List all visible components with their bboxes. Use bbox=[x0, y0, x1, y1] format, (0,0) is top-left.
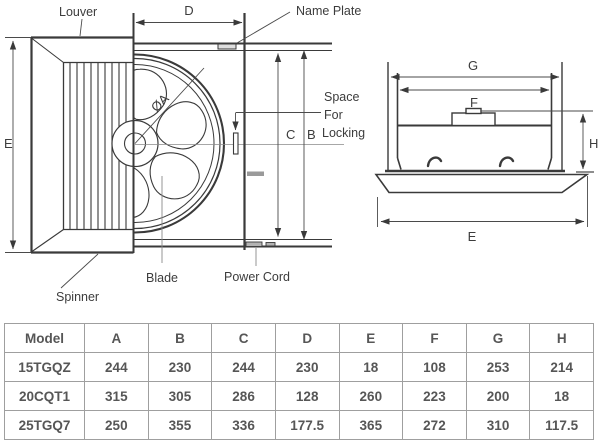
dim-e-left-label: E bbox=[4, 136, 13, 151]
table-row: 15TGQZ 244 230 244 230 18 108 253 214 bbox=[4, 352, 594, 382]
wall-bracket bbox=[247, 171, 264, 176]
power-cord-label: Power Cord bbox=[224, 270, 290, 284]
model-dimension-table: Model A B C D E F G H 15TGQZ 244 230 244… bbox=[4, 323, 594, 440]
side-view bbox=[5, 11, 344, 289]
value-cell: 260 bbox=[338, 381, 404, 411]
power-cord bbox=[245, 241, 276, 266]
dim-d-label: D bbox=[184, 3, 193, 18]
blade-label: Blade bbox=[146, 271, 178, 285]
dim-e-right bbox=[377, 176, 588, 227]
value-cell: 365 bbox=[338, 410, 404, 440]
table-row: 20CQT1 315 305 286 128 260 223 200 18 bbox=[4, 381, 594, 411]
space-for-locking-line1: Space bbox=[324, 90, 359, 104]
housing bbox=[132, 13, 332, 253]
value-cell: 272 bbox=[402, 410, 467, 440]
name-plate-leader bbox=[236, 11, 291, 44]
name-plate-label: Name Plate bbox=[296, 4, 361, 18]
space-for-locking-line3: Locking bbox=[322, 126, 365, 140]
header-g: G bbox=[465, 323, 531, 353]
value-cell: 310 bbox=[465, 410, 531, 440]
dim-g-label: G bbox=[468, 58, 478, 73]
value-cell: 18 bbox=[529, 381, 594, 411]
value-cell: 230 bbox=[274, 352, 340, 382]
value-cell: 108 bbox=[402, 352, 467, 382]
value-cell: 253 bbox=[465, 352, 531, 382]
model-name-cell: 25TGQ7 bbox=[4, 410, 85, 440]
value-cell: 305 bbox=[147, 381, 213, 411]
value-cell: 230 bbox=[147, 352, 213, 382]
value-cell: 128 bbox=[274, 381, 340, 411]
value-cell: 177.5 bbox=[274, 410, 340, 440]
value-cell: 286 bbox=[211, 381, 276, 411]
header-b: B bbox=[147, 323, 213, 353]
louver-leader bbox=[79, 18, 83, 37]
dim-h-label: H bbox=[589, 136, 598, 151]
value-cell: 214 bbox=[529, 352, 594, 382]
motor-mount bbox=[451, 112, 496, 127]
value-cell: 355 bbox=[147, 410, 213, 440]
table-header-row: Model A B C D E F G H bbox=[4, 323, 594, 353]
dim-c-label: C bbox=[286, 127, 295, 142]
dimension-diagram: Louver D Name Plate E ØA C B Space For L… bbox=[4, 3, 598, 304]
rear-view bbox=[374, 62, 594, 227]
value-cell: 117.5 bbox=[529, 410, 594, 440]
rear-body bbox=[374, 62, 590, 194]
rear-louver-frame bbox=[374, 173, 590, 194]
value-cell: 315 bbox=[84, 381, 149, 411]
value-cell: 336 bbox=[211, 410, 276, 440]
dim-f-label: F bbox=[470, 95, 478, 110]
header-c: C bbox=[211, 323, 276, 353]
header-e: E bbox=[338, 323, 404, 353]
header-d: D bbox=[274, 323, 340, 353]
space-for-locking-line2: For bbox=[324, 108, 343, 122]
dim-e-right-label: E bbox=[468, 229, 477, 244]
value-cell: 244 bbox=[84, 352, 149, 382]
header-model: Model bbox=[4, 323, 85, 353]
hanger-hook-left bbox=[426, 156, 443, 168]
model-name-cell: 20CQT1 bbox=[4, 381, 85, 411]
fan bbox=[133, 53, 226, 234]
louver-label: Louver bbox=[59, 5, 97, 19]
spinner-leader bbox=[60, 253, 99, 289]
fan-blades bbox=[133, 68, 207, 219]
dim-e-left bbox=[5, 37, 31, 253]
hanger-hook-right bbox=[498, 156, 515, 168]
table-row: 25TGQ7 250 355 336 177.5 365 272 310 117… bbox=[4, 410, 594, 440]
value-cell: 250 bbox=[84, 410, 149, 440]
value-cell: 18 bbox=[338, 352, 404, 382]
name-plate bbox=[217, 43, 237, 50]
dim-b-label: B bbox=[307, 127, 316, 142]
header-f: F bbox=[402, 323, 467, 353]
dia-a-line bbox=[134, 67, 205, 144]
spinner-label: Spinner bbox=[56, 290, 99, 304]
value-cell: 223 bbox=[402, 381, 467, 411]
header-h: H bbox=[529, 323, 594, 353]
header-a: A bbox=[84, 323, 149, 353]
value-cell: 200 bbox=[465, 381, 531, 411]
model-name-cell: 15TGQZ bbox=[4, 352, 85, 382]
value-cell: 244 bbox=[211, 352, 276, 382]
dim-h bbox=[481, 110, 594, 173]
